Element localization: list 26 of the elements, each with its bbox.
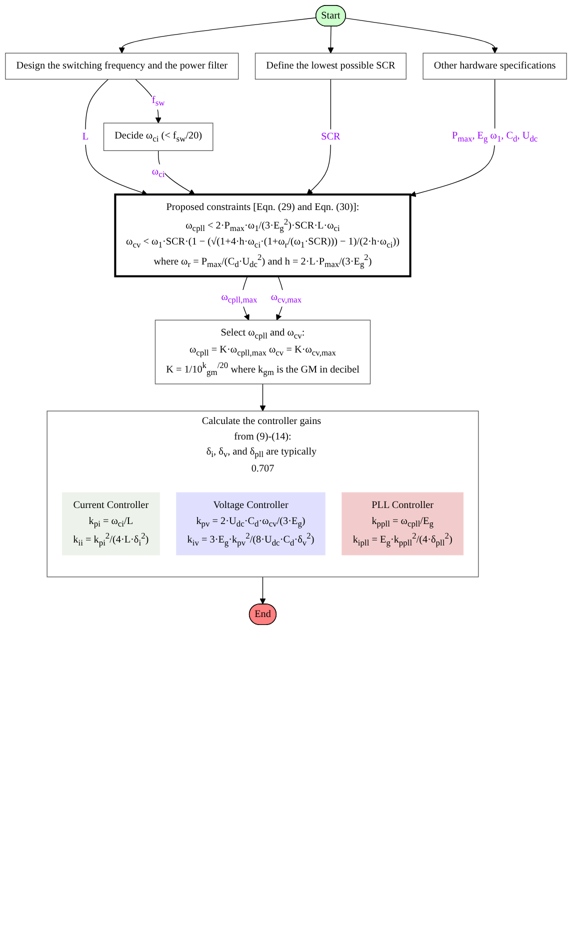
edge-label: ω$_{ci}$: [152, 166, 165, 180]
arrow: [410, 78, 496, 197]
arrow: [118, 17, 317, 54]
arrow: [158, 150, 196, 195]
edge-label: ω$_{cv,max}$: [270, 292, 302, 305]
edge-label: P$_{max}$, E$_{g}$ ω$_{1}$, C$_{d}$, U$_{dc}$: [452, 130, 538, 144]
node-box: [254, 52, 406, 80]
node-box: [176, 492, 326, 556]
edge-label: ω$_{cpll,max}$: [221, 292, 258, 305]
arrow: [260, 384, 266, 412]
arrow: [260, 576, 266, 604]
edge-label: SCR: [321, 131, 340, 142]
node-box: [342, 492, 464, 556]
edge-label: f$_{sw}$: [152, 94, 165, 108]
cluster: [46, 410, 479, 578]
node-box: [154, 320, 371, 384]
arrow: [328, 26, 334, 54]
node-box: [5, 52, 239, 80]
edge-label: L: [82, 131, 89, 142]
node-box: [422, 52, 567, 80]
node-box: [103, 122, 214, 151]
arrow: [135, 78, 162, 124]
arrow: [306, 78, 332, 195]
node-box: [114, 194, 412, 278]
arrow: [345, 18, 498, 54]
arrow: [85, 78, 148, 196]
